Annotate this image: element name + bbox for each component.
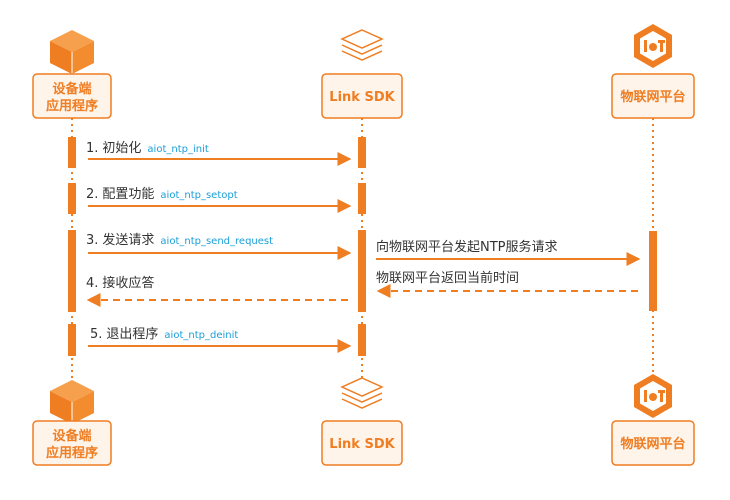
- from-platform-label: 物联网平台返回当前时间: [376, 270, 519, 286]
- device-label-bottom-line2: 应用程序: [46, 445, 98, 461]
- device-activation-3: [68, 230, 76, 312]
- step-receive-label: 4.接收应答: [86, 275, 154, 291]
- device-box-bottom: [32, 420, 112, 466]
- platform-box-bottom: [611, 420, 695, 466]
- sdk-box-top: [321, 73, 403, 119]
- iot-logo-icon: [634, 24, 672, 68]
- iot-logo-icon-bottom: [634, 374, 672, 418]
- sdk-label-bottom: Link SDK: [329, 437, 395, 452]
- platform-label-bottom: 物联网平台: [620, 436, 685, 452]
- device-label-top-line1: 设备端: [52, 81, 91, 97]
- sdk-activation-3: [358, 230, 366, 312]
- layers-icon-bottom: [340, 377, 384, 409]
- platform-label-top: 物联网平台: [620, 89, 685, 105]
- sdk-activation-2: [358, 183, 366, 214]
- platform-activation: [649, 231, 657, 311]
- sdk-activation-4: [358, 324, 366, 356]
- device-box-top: [32, 73, 112, 119]
- platform-box-top: [611, 73, 695, 119]
- device-label-top-line2: 应用程序: [46, 98, 98, 114]
- cube-icon: [50, 30, 94, 74]
- sdk-label-top: Link SDK: [329, 90, 395, 105]
- device-activation-2: [68, 183, 76, 214]
- layers-icon: [340, 29, 384, 61]
- to-platform-label: 向物联网平台发起NTP服务请求: [376, 239, 558, 255]
- sdk-box-bottom: [321, 420, 403, 466]
- device-activation-1: [68, 137, 76, 168]
- cube-icon-bottom: [50, 380, 94, 424]
- device-label-bottom-line1: 设备端: [52, 428, 91, 444]
- sdk-activation-1: [358, 137, 366, 168]
- device-activation-4: [68, 324, 76, 356]
